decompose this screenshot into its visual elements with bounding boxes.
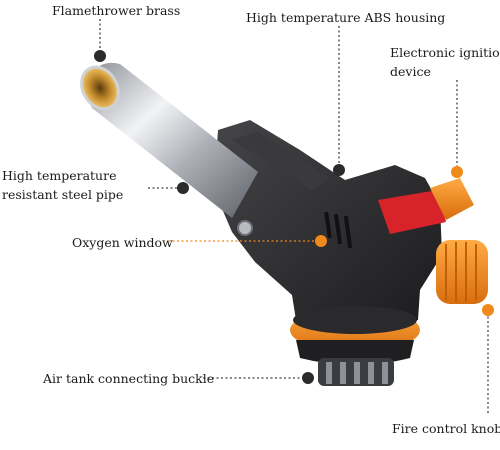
label-abs-housing-text: High temperature ABS housing [246, 10, 446, 25]
label-air-tank-buckle-text: Air tank connecting buckle [43, 371, 215, 386]
leader-dots [94, 50, 494, 384]
label-flamethrower-brass: Flamethrower brass [52, 1, 180, 20]
base-ring-top [293, 306, 417, 334]
label-flamethrower-brass-text: Flamethrower brass [52, 3, 181, 18]
brass-nozzle [80, 65, 120, 111]
label-steel-pipe-line2: resistant steel pipe [2, 187, 124, 203]
label-oxygen-window-text: Oxygen window [72, 235, 173, 250]
label-fire-control-knob: Fire control knob [392, 419, 500, 438]
label-steel-pipe: High temperature resistant steel pipe [2, 166, 123, 205]
ignition-cap [430, 178, 474, 220]
ignition-button [378, 190, 446, 234]
label-oxygen-window: Oxygen window [72, 233, 173, 252]
air-tank-buckle [318, 358, 394, 386]
label-electronic-ignition-line1: Electronic ignition [390, 45, 500, 60]
label-air-tank-buckle: Air tank connecting buckle [43, 369, 214, 388]
label-steel-pipe-line1: High temperature [2, 168, 117, 183]
label-electronic-ignition-line2: device [390, 64, 431, 80]
label-electronic-ignition: Electronic ignition device [390, 43, 500, 82]
fire-control-knob [436, 240, 488, 304]
screw [237, 220, 253, 236]
label-abs-housing: High temperature ABS housing [246, 8, 445, 27]
steel-pipe [87, 62, 258, 218]
grip-ridge [232, 132, 330, 190]
oxygen-window-slots [324, 211, 353, 249]
label-fire-control-knob-text: Fire control knob [392, 421, 500, 436]
leader-lines [99, 19, 489, 415]
